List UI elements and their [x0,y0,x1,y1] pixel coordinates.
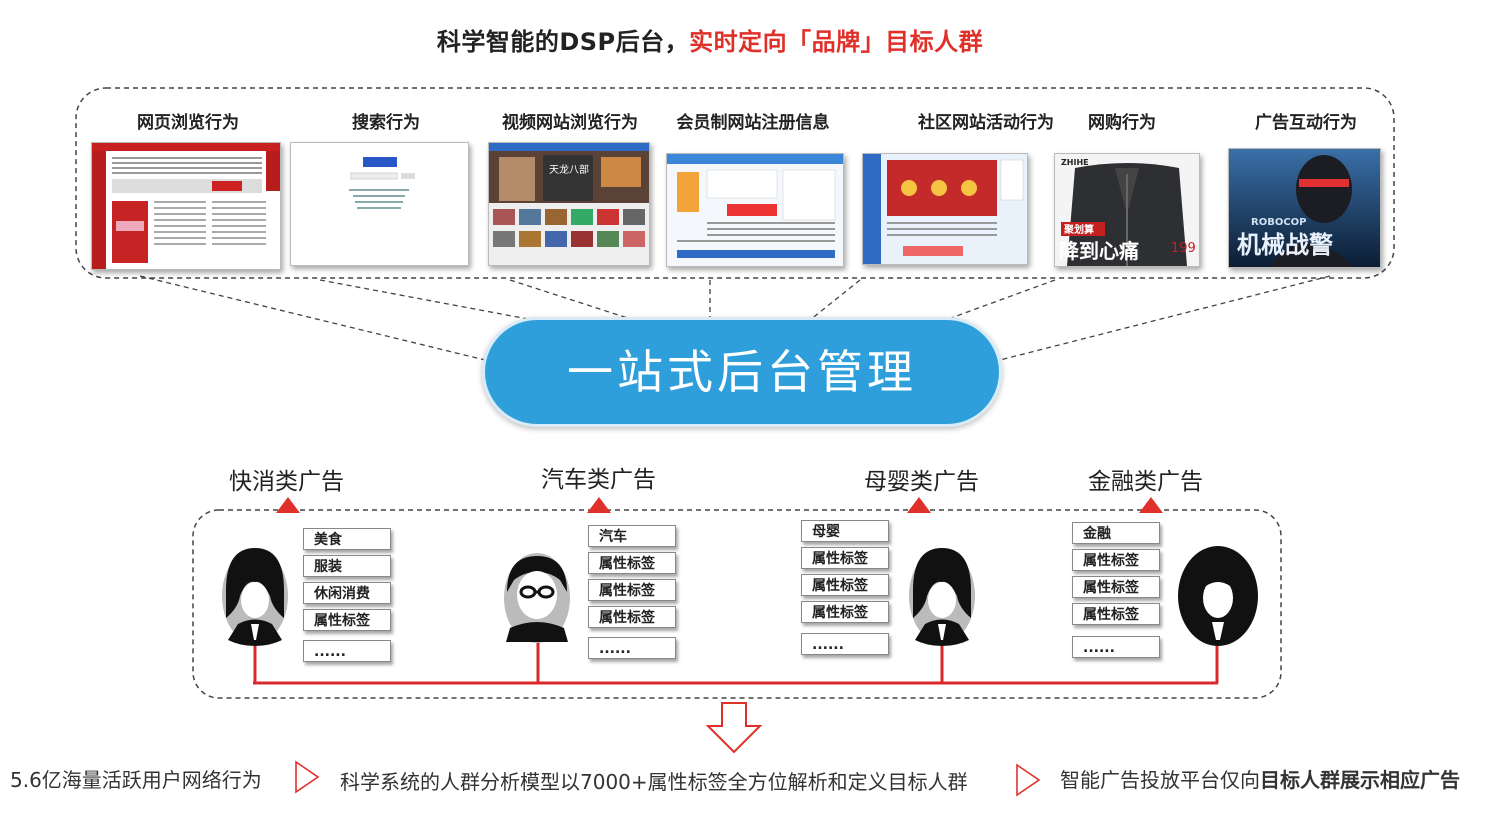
tag-fmcg-1: 美食 [303,528,391,550]
tag-fmcg-4: 属性标签 [303,609,391,631]
tag-finance-2: 属性标签 [1072,549,1160,571]
step-users: 5.6亿海量活跃用户网络行为 [10,768,262,792]
category-auto: 汽车类广告 [541,467,656,493]
source-label-shopping: 网购行为 [1088,113,1156,133]
step-arrow-icon-2 [1016,763,1041,797]
tag-auto-5: ...... [588,637,676,659]
tag-finance-4: 属性标签 [1072,603,1160,625]
title-part1: 科学智能的DSP后台， [436,28,690,56]
avatar-female-1 [222,548,288,646]
tag-maternal-1: 母婴 [801,520,889,542]
audience-frame [192,509,1282,699]
thumb-search-page [290,142,469,266]
avatar-male-glasses [504,553,570,643]
down-arrow-icon [705,702,763,754]
avatar-female-2 [909,548,975,646]
connector-lines [139,275,1331,361]
thumb-video-site: 天龙八部 [488,142,650,266]
tag-auto-3: 属性标签 [588,579,676,601]
thumb-member-site [666,153,844,267]
tag-fmcg-3: 休闲消费 [303,582,391,604]
source-label-web: 网页浏览行为 [137,113,239,133]
tag-auto-2: 属性标签 [588,552,676,574]
category-fmcg: 快消类广告 [229,469,344,495]
source-label-video: 视频网站浏览行为 [502,113,638,133]
thumb-movie-sub: ROBOCOP [1251,217,1307,228]
source-label-search: 搜索行为 [352,113,420,133]
page-title: 科学智能的DSP后台，实时定向「品牌」目标人群 [0,22,1420,57]
source-label-ad-interaction: 广告互动行为 [1255,113,1357,133]
tag-maternal-4: 属性标签 [801,601,889,623]
thumb-ad-movie: ROBOCOP 机械战警 [1228,148,1381,268]
category-arrows [276,497,1163,513]
thumb-shop-price: 199 [1171,241,1196,256]
tag-finance-1: 金融 [1072,522,1160,544]
step-delivery: 智能广告投放平台仅向目标人群展示相应广告 [1060,764,1460,793]
tag-maternal-2: 属性标签 [801,547,889,569]
source-label-community: 社区网站活动行为 [918,113,1054,133]
thumb-shop-brand: ZHIHE [1061,158,1089,167]
sources-frame [75,87,1395,279]
tag-fmcg-2: 服装 [303,555,391,577]
step-arrow-icon-1 [295,760,320,794]
category-maternal: 母婴类广告 [864,469,979,495]
thumb-shop-tag: 聚划算 [1063,223,1094,236]
step-model: 科学系统的人群分析模型以7000+属性标签全方位解析和定义目标人群 [340,770,968,794]
tag-fmcg-5: ...... [303,640,391,662]
category-finance: 金融类广告 [1088,469,1203,495]
audience-baseline [253,640,1219,685]
tag-finance-3: 属性标签 [1072,576,1160,598]
tag-maternal-3: 属性标签 [801,574,889,596]
thumb-shop-slogan: 降到心痛 [1059,239,1139,263]
thumb-movie-title: 机械战警 [1237,231,1333,259]
step-delivery-plain: 智能广告投放平台仅向 [1060,768,1260,792]
thumb-shopping-site: 聚划算 降到心痛 199 ZHIHE [1054,153,1200,267]
tag-auto-1: 汽车 [588,525,676,547]
source-label-member: 会员制网站注册信息 [676,113,830,133]
title-highlight: 实时定向「品牌」目标人群 [689,28,984,56]
thumb-web-portal [91,142,281,270]
thumb-community-site [862,153,1028,265]
tag-finance-5: ...... [1072,636,1160,658]
step-delivery-bold: 目标人群展示相应广告 [1260,768,1460,792]
tag-auto-4: 属性标签 [588,606,676,628]
hub-backend-management: 一站式后台管理 [482,317,1002,427]
avatar-male-suit [1178,546,1258,646]
svg-text:天龙八部: 天龙八部 [549,163,589,176]
tag-maternal-5: ...... [801,633,889,655]
